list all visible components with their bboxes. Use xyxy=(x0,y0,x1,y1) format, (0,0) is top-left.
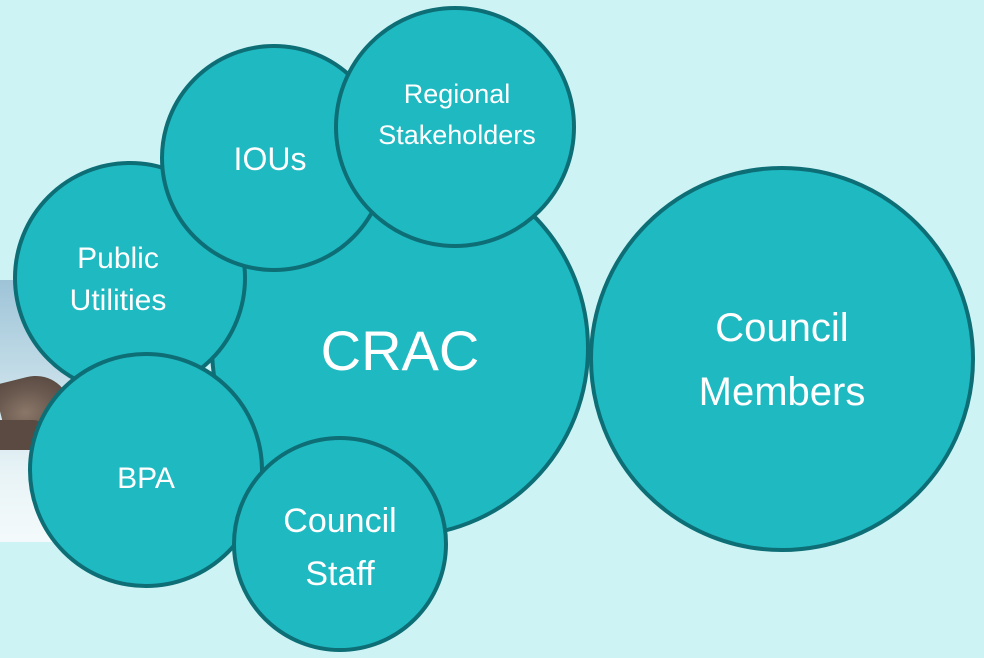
bubble-council-staff-label-line2: Staff xyxy=(305,555,375,593)
bubble-ious-label: IOUs xyxy=(234,141,307,177)
bubble-regional-stakeholders-label-line1: Regional xyxy=(404,79,511,109)
bubble-crac-label: CRAC xyxy=(321,319,480,382)
bubble-bpa-label: BPA xyxy=(117,462,175,495)
bubble-regional-stakeholders-circle xyxy=(334,6,576,248)
bubble-council-staff-label-line1: Council xyxy=(283,502,396,540)
bubble-council-members-circle xyxy=(589,166,975,552)
bubble-council-members: Council Members xyxy=(589,166,975,552)
bubble-council-staff-circle xyxy=(232,436,448,652)
bubble-council-members-label-line2: Members xyxy=(699,370,866,414)
bubble-public-utilities-label-line1: Public xyxy=(77,242,159,275)
bubble-council-staff: Council Staff xyxy=(232,436,448,652)
bubble-regional-stakeholders: Regional Stakeholders xyxy=(334,6,576,248)
bubble-regional-stakeholders-label-line2: Stakeholders xyxy=(378,120,536,150)
bubble-public-utilities-label-line2: Utilities xyxy=(70,284,167,317)
bubble-bpa: BPA xyxy=(28,352,264,588)
bubble-council-members-label-line1: Council xyxy=(715,306,848,350)
